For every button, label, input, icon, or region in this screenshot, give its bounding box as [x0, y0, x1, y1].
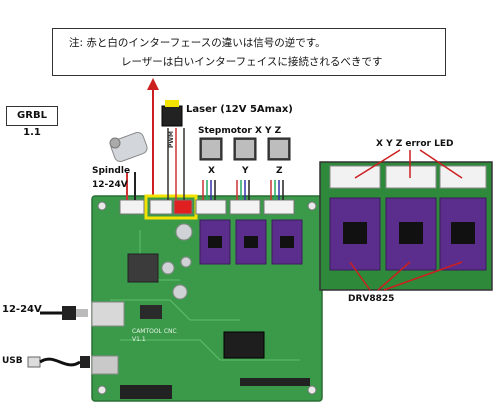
spindle-motor — [109, 132, 148, 162]
laser-module — [161, 100, 183, 127]
note-box: 注: 赤と白のインターフェースの違いは信号の逆です。 レーザーは白いインターフェ… — [52, 28, 446, 76]
spindle-label: Spindle — [92, 166, 131, 176]
laser-header-white — [149, 199, 173, 215]
error-led-label: X Y Z error LED — [376, 139, 454, 149]
driver-zoom-inset — [319, 149, 493, 291]
axis-x-label: X — [208, 166, 215, 176]
axis-z-label: Z — [276, 166, 283, 176]
pwm-label: PWM — [168, 131, 175, 148]
power-voltage-label: 12-24V — [2, 304, 42, 315]
motor-header-z — [263, 199, 295, 215]
header-row — [119, 194, 295, 220]
usb-label: USB — [2, 356, 23, 366]
laser-label: Laser (12V 5Amax) — [186, 104, 293, 115]
spindle-header — [119, 199, 145, 215]
spindle-voltage-label: 12-24V — [92, 180, 128, 190]
warning-arrow — [147, 78, 159, 200]
version-label: GRBL 1.1 — [6, 106, 58, 138]
stepper-motors — [199, 137, 291, 161]
board-version: V1.1 — [132, 336, 146, 343]
axis-y-label: Y — [242, 166, 249, 176]
note-line-2: レーザーは白いインターフェイスに接続されるべきです — [121, 56, 383, 68]
wires — [126, 128, 284, 200]
motor-header-x — [195, 199, 227, 215]
driver-label: DRV8825 — [348, 294, 395, 304]
usb-cable — [27, 356, 90, 368]
power-plug — [40, 306, 88, 320]
board-text: CAMTOOL CNC — [132, 328, 177, 335]
stepmotor-label: Stepmotor X Y Z — [198, 126, 282, 136]
motor-header-y — [229, 199, 261, 215]
laser-header-red — [173, 199, 193, 215]
note-line-1: 注: 赤と白のインターフェースの違いは信号の逆です。 — [69, 37, 326, 49]
driver-modules-board — [199, 219, 303, 265]
